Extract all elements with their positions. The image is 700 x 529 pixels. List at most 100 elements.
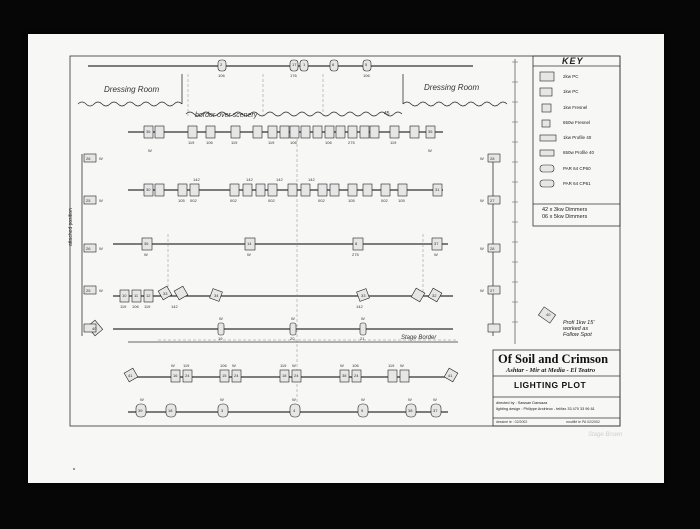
color-label: 119 bbox=[120, 304, 127, 309]
channel-label: 27 bbox=[490, 288, 495, 293]
color-label: 105 bbox=[178, 198, 185, 203]
follow-spot-note: Profi 1kw 15' worked as Follow Spot bbox=[563, 320, 594, 338]
w-label: W bbox=[400, 363, 404, 368]
channel-label: 25 bbox=[86, 288, 91, 293]
channel-label: 41 bbox=[128, 373, 133, 378]
channel-label: 36 bbox=[146, 129, 151, 134]
par-cp60-icon bbox=[539, 164, 555, 173]
color-label: 106 bbox=[352, 363, 359, 368]
color-label: 105 bbox=[348, 198, 355, 203]
show-title: Of Soil and Crimson bbox=[498, 352, 609, 366]
channel-label: 31 bbox=[435, 187, 440, 192]
channel-label: 27 bbox=[490, 198, 495, 203]
channel-label: 3 bbox=[221, 408, 224, 413]
side-boom-lanterns bbox=[83, 153, 501, 333]
key-item-label: PAR 64 CP60 bbox=[563, 166, 591, 171]
w-label: W bbox=[434, 252, 438, 257]
channel-label: 21 bbox=[360, 336, 365, 341]
key-title: KEY bbox=[562, 56, 584, 66]
channel-label: 39 bbox=[138, 408, 143, 413]
w-label: W bbox=[340, 363, 344, 368]
channel-label: 33 bbox=[361, 293, 366, 298]
channel-label: 36 bbox=[144, 241, 149, 246]
w-label: W bbox=[480, 198, 484, 203]
w-label: W bbox=[140, 397, 144, 402]
channel-label: 15 bbox=[222, 373, 227, 378]
w-label: W bbox=[480, 156, 484, 161]
border-over-scenery-label: border over scenery bbox=[195, 112, 258, 119]
follow-spot-line-2: worked as bbox=[563, 326, 589, 332]
channel-label: 5 bbox=[365, 62, 368, 67]
channel-label: 2 bbox=[220, 62, 223, 67]
plot-frame bbox=[69, 55, 621, 427]
plot-text-layer: Dressing Room Dressing Room border over … bbox=[68, 54, 634, 428]
title-block-box bbox=[492, 349, 621, 427]
dimension-label: 45 bbox=[384, 111, 390, 117]
w-label: W bbox=[292, 397, 296, 402]
color-label: 119 bbox=[188, 140, 195, 145]
w-label: W bbox=[428, 148, 432, 153]
channel-label: 38 bbox=[342, 373, 347, 378]
channel-label: 32 bbox=[432, 293, 437, 298]
dressing-room-left-label: Dressing Room bbox=[104, 85, 160, 94]
color-label: 275 bbox=[348, 140, 355, 145]
w-label: W bbox=[291, 316, 295, 321]
key-item-label: 1kw Profile 40 bbox=[563, 135, 592, 140]
channel-label: 4 bbox=[293, 408, 296, 413]
follow-spot-line-1: Profi 1kw 15' bbox=[563, 320, 595, 326]
fresnel-1kw-icon bbox=[541, 103, 552, 113]
batten-5-lanterns bbox=[119, 285, 443, 303]
modified-date: modifié le PA 02/2002 bbox=[566, 420, 600, 424]
color-label: 002 bbox=[230, 198, 237, 203]
color-label: 119 bbox=[144, 304, 151, 309]
color-label: 119 bbox=[388, 363, 395, 368]
w-label: W bbox=[171, 363, 175, 368]
follow-spot-channel: 40 bbox=[546, 312, 551, 317]
color-label: 106 bbox=[363, 73, 370, 78]
channel-label: 37 bbox=[433, 408, 438, 413]
channel-label: 28 bbox=[490, 156, 495, 161]
dimmers-3kw: 42 x 3kw Dimmers bbox=[542, 207, 588, 213]
pencil-note: Stage Brown bbox=[588, 432, 623, 438]
w-label: W bbox=[361, 397, 365, 402]
channel-label: 18 bbox=[168, 408, 173, 413]
paper-sheet bbox=[28, 34, 664, 483]
channel-label: 12 bbox=[146, 293, 151, 298]
w-label: W bbox=[220, 397, 224, 402]
key-item-label: PAR 64 CP61 bbox=[563, 181, 591, 186]
profile-650w-icon bbox=[539, 149, 555, 157]
lighting-plot-label: LIGHTING PLOT bbox=[514, 380, 587, 390]
key-item-label: 1kw Fresnel bbox=[563, 105, 588, 110]
channel-label: 33 bbox=[163, 291, 168, 296]
color-label: 275 bbox=[352, 252, 359, 257]
dressing-room-right-label: Dressing Room bbox=[424, 83, 480, 92]
color-label: 002 bbox=[190, 198, 197, 203]
paper-dot bbox=[73, 468, 75, 470]
w-label: W bbox=[144, 252, 148, 257]
channel-label: 28 bbox=[490, 246, 495, 251]
key-item-label: 650w Fresnel bbox=[563, 120, 591, 125]
profile-1kw-icon bbox=[539, 134, 557, 142]
follow-spot-line-3: Follow Spot bbox=[563, 332, 592, 338]
lighting-design: lighting design : Philippe Andrieux - te… bbox=[496, 407, 595, 411]
w-label: W bbox=[99, 246, 103, 251]
channel-label: 10 bbox=[122, 293, 127, 298]
color-label: 142 bbox=[276, 177, 283, 182]
color-label: 106 bbox=[206, 140, 213, 145]
fresnel-650w-icon bbox=[541, 119, 551, 128]
color-label: 119 bbox=[268, 140, 275, 145]
channel-label: 17 bbox=[292, 62, 297, 67]
w-label: W bbox=[480, 288, 484, 293]
w-label: W bbox=[99, 156, 103, 161]
key-icons bbox=[539, 71, 557, 188]
follow-spot-lantern bbox=[537, 306, 557, 324]
batten-1-lanterns bbox=[217, 59, 372, 72]
w-label: W bbox=[480, 246, 484, 251]
batten-7-lanterns bbox=[123, 367, 459, 383]
channel-label: 20 bbox=[290, 336, 295, 341]
channel-label: 35 bbox=[428, 129, 433, 134]
stage-border-label: Stage Border bbox=[401, 335, 437, 341]
color-label: 119 bbox=[231, 140, 238, 145]
channel-label: 18 bbox=[282, 373, 287, 378]
channel-label: 24 bbox=[354, 373, 359, 378]
